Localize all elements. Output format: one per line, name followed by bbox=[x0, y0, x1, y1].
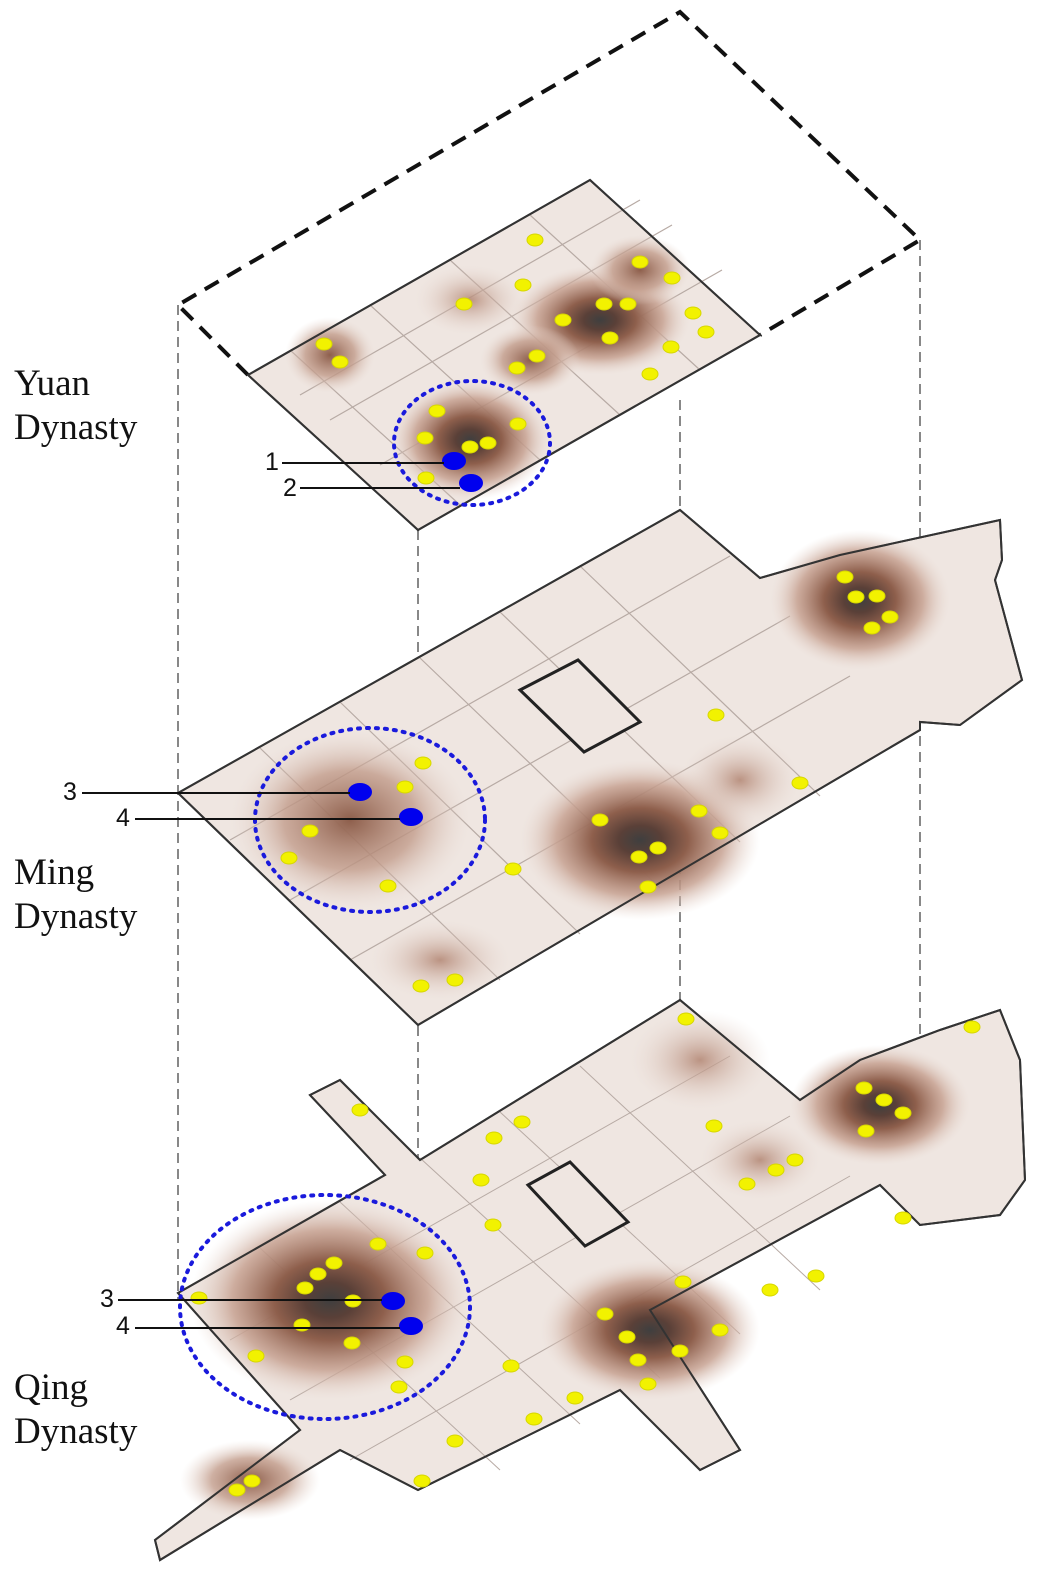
yuan-layer-title: Yuan Dynasty bbox=[14, 363, 138, 448]
ming-map bbox=[176, 508, 1024, 1027]
qing-layer-title: Qing Dynasty bbox=[14, 1367, 138, 1452]
leader-lines bbox=[82, 462, 460, 1329]
yuan-map bbox=[246, 178, 762, 532]
site-label-yuan-1: 1 bbox=[265, 448, 279, 476]
qing-map bbox=[153, 998, 1027, 1562]
site-label-qing-3: 3 bbox=[100, 1285, 114, 1313]
site-label-yuan-2: 2 bbox=[283, 474, 297, 502]
site-markers bbox=[348, 452, 483, 1335]
site-label-ming-4: 4 bbox=[116, 804, 130, 832]
site-label-ming-3: 3 bbox=[63, 778, 77, 806]
yuan-frame bbox=[174, 9, 924, 377]
site-label-qing-4: 4 bbox=[116, 1312, 130, 1340]
ming-layer-title: Ming Dynasty bbox=[14, 852, 138, 937]
yellow-points bbox=[190, 233, 981, 1497]
